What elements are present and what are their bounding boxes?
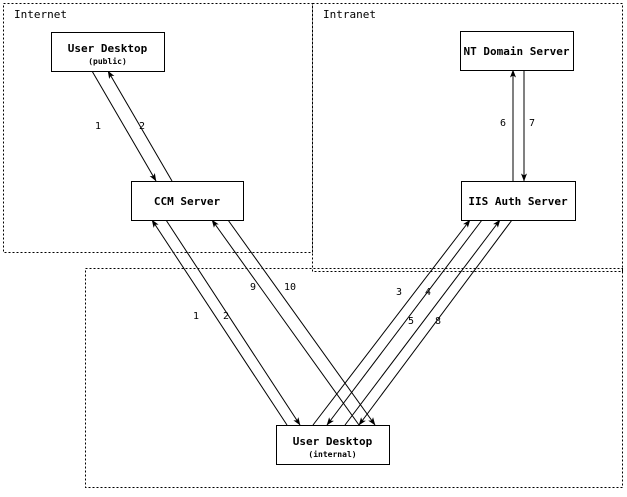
node-nt-domain-server[interactable]: NT Domain Server	[460, 31, 574, 71]
zones-layer: Internet Intranet	[3, 3, 623, 488]
node-box-user-desktop-internal	[276, 425, 390, 465]
flow-label-e10-ccm-to-internal: 10	[284, 282, 296, 293]
node-iis-auth-server[interactable]: IIS Auth Server	[461, 181, 576, 221]
zone-boundary-intranet	[312, 3, 623, 272]
edges-layer	[91, 69, 527, 426]
node-user-desktop-internal[interactable]: User Desktop(internal)	[276, 425, 390, 465]
flow-label-e6-iis-to-nt: 6	[500, 118, 506, 129]
node-box-ccm-server	[131, 181, 244, 221]
node-title-ccm-server: CCM Server	[154, 195, 221, 208]
zone-label-intranet: Intranet	[323, 8, 376, 21]
flow-label-e8-iis-to-internal: 8	[435, 316, 441, 327]
node-title-nt-domain-server: NT Domain Server	[464, 45, 570, 58]
flow-label-e3-internal-to-iis: 3	[396, 287, 402, 298]
flow-arrow-e10-ccm-to-internal	[227, 219, 376, 426]
flow-arrow-e1-public-to-ccm	[91, 70, 157, 182]
flow-label-e1b-internal-to-ccm: 1	[193, 311, 199, 322]
flow-arrow-e4-iis-to-internal	[326, 219, 483, 426]
flow-arrow-e2b-ccm-to-internal	[165, 219, 301, 426]
node-user-desktop-public[interactable]: User Desktop(public)	[51, 32, 165, 72]
flow-label-e5-internal-to-iis: 5	[408, 316, 414, 327]
node-title-user-desktop-internal: User Desktop	[293, 435, 373, 448]
node-subtitle-user-desktop-internal: (internal)	[308, 449, 356, 459]
node-ccm-server[interactable]: CCM Server	[131, 181, 244, 221]
flow-label-e2-ccm-to-public: 2	[139, 121, 145, 132]
edge-labels-layer: 1 2 6 7 1 2 9 10 3 4 5 8	[95, 118, 535, 327]
zone-boundary-internet	[3, 3, 313, 253]
flow-arrow-e2-ccm-to-public	[107, 70, 173, 182]
node-subtitle-user-desktop-public: (public)	[88, 56, 127, 66]
node-title-user-desktop-public: User Desktop	[68, 42, 148, 55]
flow-arrow-e9-internal-to-ccm	[211, 219, 360, 426]
node-box-iis-auth-server	[461, 181, 576, 221]
flow-label-e1-public-to-ccm: 1	[95, 121, 101, 132]
flow-label-e9-internal-to-ccm: 9	[250, 282, 256, 293]
zone-boundary-internal	[85, 268, 623, 488]
flow-arrow-e3-internal-to-iis	[312, 219, 471, 426]
node-box-nt-domain-server	[460, 31, 574, 71]
node-title-iis-auth-server: IIS Auth Server	[468, 195, 568, 208]
flow-label-e7-nt-to-iis: 7	[529, 118, 535, 129]
flow-label-e2b-ccm-to-internal: 2	[223, 311, 229, 322]
flow-arrow-e5-internal-to-iis	[344, 219, 501, 426]
node-box-user-desktop-public	[51, 32, 165, 72]
flow-arrow-e1b-internal-to-ccm	[151, 219, 288, 426]
flow-label-e4-iis-to-internal: 4	[425, 287, 431, 298]
zone-label-internet: Internet	[14, 8, 67, 21]
flow-arrow-e8-iis-to-internal	[358, 219, 513, 426]
